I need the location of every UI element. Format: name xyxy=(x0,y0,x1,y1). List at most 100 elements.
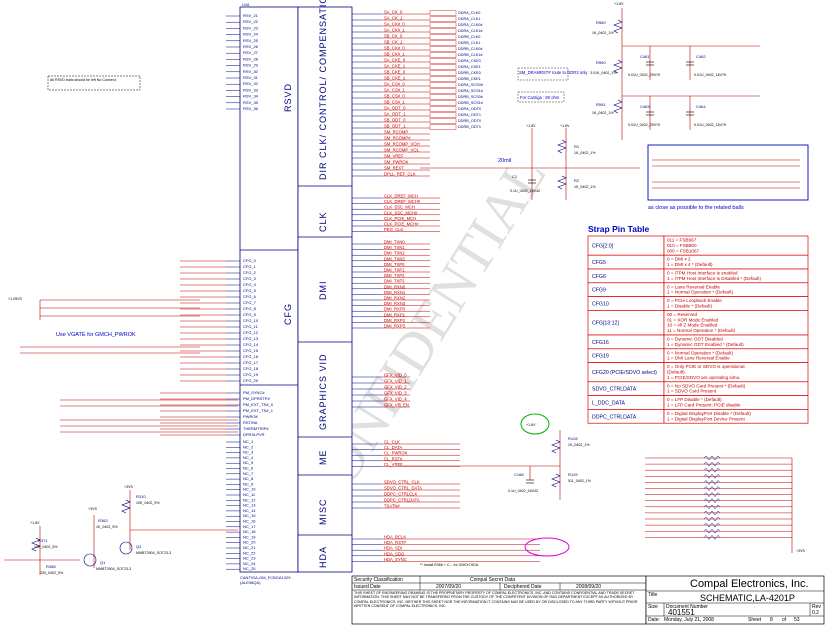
right-net-label: SM_RCOMP xyxy=(384,130,408,135)
strap-pin-name: CFG20 (PCIE/SDVO select) xyxy=(592,370,657,376)
right-net-label: SA_CK_0 xyxy=(384,10,403,15)
rq1-val: 330_0402_5% xyxy=(40,571,64,575)
left-pin-label: CFG_16 xyxy=(243,354,259,359)
left-pin-label: CFG_0 xyxy=(243,258,257,263)
left-pin-label: CFG_1 xyxy=(243,264,257,269)
left-pin-label: PWROK xyxy=(243,414,258,419)
ddr-net-label: DDRB_SCS0# xyxy=(458,95,484,99)
left-pin-label: NC_9 xyxy=(243,481,254,486)
left-pin-label: NC_19 xyxy=(243,534,256,539)
strap-pin-desc: 0 = LFP Disable * (Default) xyxy=(667,397,722,402)
left-pin-label: NC_22 xyxy=(243,550,256,555)
left-pin-label: RSTIN# xyxy=(243,420,258,425)
mid-c1-val: 0.1U_0402_16V4Z xyxy=(510,189,541,193)
right-net-label: HDA_RST# xyxy=(384,540,407,545)
left-pin-label: RSV_24 xyxy=(243,32,259,37)
left-nc-pins: NC_1NC_2NC_3NC_4NC_5NC_6NC_7NC_8NC_9NC_1… xyxy=(226,439,256,571)
left-pin-label: RSV_31 xyxy=(243,75,259,80)
left-pin-label: CFG_3 xyxy=(243,276,257,281)
strap-pin-desc: 0 = Digital DisplayPort Disable * (Defau… xyxy=(667,411,751,416)
left-pin-label: NC_12 xyxy=(243,497,256,502)
left-pin-label: THERMTRIP# xyxy=(243,426,269,431)
right-net-label: SDVO_CTRL_DATA xyxy=(384,486,422,491)
left-pin-label: NC_15 xyxy=(243,513,256,518)
left-pin-label: NC_3 xyxy=(243,450,254,455)
left-pin-label: CFG_7 xyxy=(243,300,257,305)
right-net-label: DMI_TXN2 xyxy=(384,251,405,256)
right-net-label: SM_PWROK xyxy=(384,160,409,165)
left-pin-label: RSV_22 xyxy=(243,19,259,24)
rq0-ref: R371 xyxy=(38,538,48,543)
strap-pin-desc: 1 = Digital DisplayPort Device Present xyxy=(667,416,745,421)
left-pin-label: RSV_35 xyxy=(243,100,259,105)
ddr-net-label: DDRB_CLK1# xyxy=(458,53,483,57)
rev-value: 0.2 xyxy=(812,610,819,616)
strap-pin-desc: 1 = iTPM Host Interface is Disabled * (D… xyxy=(667,276,762,281)
left-pin-label: NC_20 xyxy=(243,540,256,545)
left-pin-label: NC_8 xyxy=(243,476,254,481)
ddr-net-flag xyxy=(429,40,457,46)
mid-c1-ref: C1 xyxy=(512,174,518,179)
right-net-label: DMI_RXP0 xyxy=(384,307,406,312)
left-pin-label: CFG_6 xyxy=(243,294,257,299)
ddr-net-label: DDRB_CKE1 xyxy=(458,77,481,81)
left-pin-label: NC_6 xyxy=(243,466,254,471)
company-name: Compal Electronics, Inc. xyxy=(690,578,809,590)
left-pin-label: RSV_36 xyxy=(243,106,259,111)
ddr-net-label: DDRA_ODT1 xyxy=(458,113,481,117)
rail-3vs: +3VS xyxy=(796,549,805,553)
resistor-symbol xyxy=(703,522,721,528)
right-net-label: HDA_SYNC xyxy=(384,557,407,562)
c-top-0-val: 0.01U_0402_25V7K xyxy=(628,73,661,77)
right-net-label: DMI_RXN3 xyxy=(384,301,406,306)
ddr-net-label: DDRB_SCS1# xyxy=(458,101,484,105)
right-net-label: DMI_TXP3 xyxy=(384,279,405,284)
strap-pin-desc: 000 = FSB1067 xyxy=(667,248,699,253)
right-net-label: SA_ODT_0 xyxy=(384,106,406,111)
left-pin-label: NC_24 xyxy=(243,561,256,566)
right-net-label: SDVO_CTRL_CLK xyxy=(384,480,420,485)
resistor-symbol xyxy=(703,492,721,498)
me-r2-val: 511_0402_1% xyxy=(568,479,592,483)
left-pin-label: NC_5 xyxy=(243,460,254,465)
ddr-output-nets: DDRA_CLK0DDRA_CLK1DDRA_CLK0#DDRA_CLK1#DD… xyxy=(429,10,484,130)
right-net-label: CLK_PCIE_MCH# xyxy=(384,222,419,227)
right-net-label: HDA_SDI xyxy=(384,546,402,551)
right-net-label: DMI_TXN3 xyxy=(384,256,405,261)
strap-pin-desc: 0 = PCIe Loopback Enable xyxy=(667,298,722,303)
me-divider xyxy=(400,430,561,500)
section-label-misc: MISC xyxy=(318,499,328,526)
left-pin-label: CFG_9 xyxy=(243,312,257,317)
strap-pin-desc: 10 = All Z Mode Enabled xyxy=(667,323,718,328)
right-net-label: DDPC_CTRLCLK xyxy=(384,492,417,497)
me-c-val: 0.1U_0402_16V4Z xyxy=(508,489,539,493)
left-pin-label: DPRSLPVR xyxy=(243,432,265,437)
right-net-label: SM_RCOMP_VOL xyxy=(384,148,420,153)
right-net-label: DMI_RXP1 xyxy=(384,312,406,317)
section-label-cfg: CFG xyxy=(283,303,293,325)
right-gfx-pins: GFX_VID_0GFX_VID_1GFX_VID_2GFX_VID_3GFX_… xyxy=(352,373,410,408)
ddr-net-label: DDRA_CLK0 xyxy=(458,11,480,15)
rq2-ref: R363 xyxy=(98,518,108,523)
strap-desc-cell xyxy=(663,310,809,336)
left-pin-label: NC_11 xyxy=(243,492,256,497)
title-block: Security Classification Compal Secret Da… xyxy=(351,575,825,625)
ddr-net-label: DDRA_CLK0# xyxy=(458,23,483,27)
me-r1-ref: R128 xyxy=(568,436,578,441)
q1-val: MMBT3904_SOT23-3 xyxy=(96,567,131,571)
hda-note: ** Install R366 + C... for GMCH HDA xyxy=(420,563,479,567)
right-net-label: SB_CK#_1 xyxy=(384,52,405,57)
deciphered-label: Deciphered Date xyxy=(504,584,542,590)
strap-pin-desc: 1 = PCIE/SDVO are operating simu. xyxy=(667,375,740,380)
right-net-label: GFX_VR_EN xyxy=(384,403,409,408)
right-net-label: CLK_SSC_MCH# xyxy=(384,210,418,215)
resistor-symbol xyxy=(703,473,721,479)
strap-pin-desc: 01 = XOR Mode Enabled xyxy=(667,317,719,322)
strap-pin-name: CFG5 xyxy=(592,260,606,266)
right-dmi-pins: DMI_TXN0DMI_TXN1DMI_TXN2DMI_TXN3DMI_TXP0… xyxy=(352,240,430,329)
section-label-rsvd: RSVD xyxy=(283,83,293,112)
right-net-label: CL_DATA xyxy=(384,445,402,450)
left-pin-label: PM_EXT_TS#_1 xyxy=(243,408,274,413)
left-pin-label: PM_SYNC# xyxy=(243,390,265,395)
